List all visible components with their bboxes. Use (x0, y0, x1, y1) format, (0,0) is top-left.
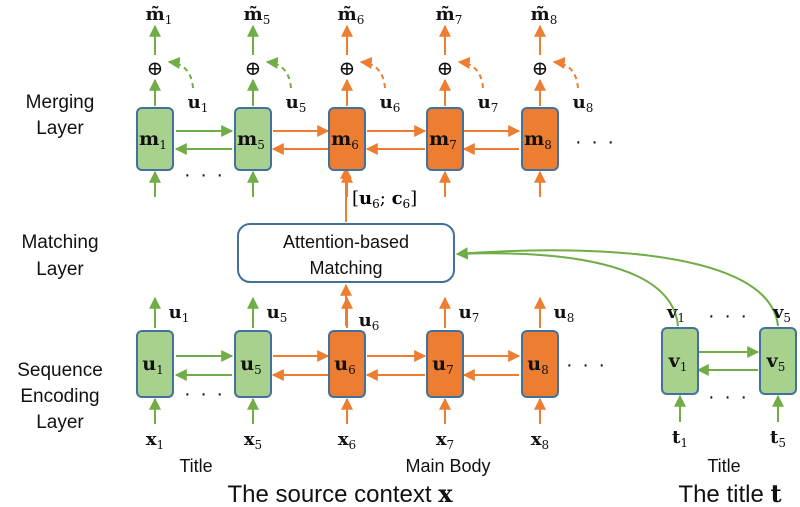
merge-cell-8: m8 (521, 107, 559, 171)
merge-cell-7-label: m7 (429, 128, 457, 152)
encode-output-label-7: u7 (459, 302, 480, 325)
encode-cell-7-label: u7 (432, 353, 453, 377)
merge-residual-label-8: u8 (573, 92, 594, 115)
merge-cell-6-label: m6 (331, 128, 359, 152)
merge-cell-1: m1 (136, 107, 174, 171)
merge-cell-1-label: m1 (139, 128, 167, 152)
encode-cell-7: u7 (426, 330, 464, 398)
encode-cells: u1 x1 u1 u5 x5 u5 u6 x6 u6 u7 x7 u7 u8 x8 u8 (136, 296, 575, 452)
caption-title-left: Title (179, 456, 212, 476)
encode-cell-5: u5 (234, 330, 272, 398)
merge-cell-7: m7 (426, 107, 464, 171)
title-input-label-5: t5 (770, 427, 786, 450)
residual-dashed-arrow-1 (167, 57, 194, 89)
merge-cell-8-label: m8 (524, 128, 552, 152)
svg-text:Sequence: Sequence (17, 360, 103, 381)
encode-output-label-1: u1 (169, 302, 190, 325)
merge-ellipsis-right: · · · (575, 131, 616, 153)
merge-residual-label-1: u1 (188, 92, 209, 115)
encode-cell-1-label: u1 (142, 353, 163, 377)
encode-output-label-8: u8 (554, 302, 575, 325)
encode-input-label-6: x6 (338, 429, 356, 452)
merge-cell-5-label: m5 (237, 128, 265, 152)
svg-text:Matching: Matching (309, 258, 382, 278)
encode-input-label-1: x1 (146, 429, 164, 452)
caption-main-body: Main Body (405, 456, 490, 476)
oplus-icon-7: ⊕ (437, 56, 454, 80)
merge-cell-6: m6 (328, 107, 366, 171)
oplus-icon-1: ⊕ (147, 56, 164, 80)
svg-text:Layer: Layer (36, 412, 84, 433)
residual-dashed-arrow-5 (265, 57, 292, 89)
caption-title-right: Title (707, 456, 740, 476)
attention-matching-box: Attention-based Matching (237, 223, 455, 283)
title-input-label-1: t1 (672, 427, 688, 450)
matching-layer-label: Matching Layer (21, 232, 98, 280)
title-cell-1-label: v1 (668, 350, 688, 374)
title-cell-1: v1 (661, 327, 699, 395)
svg-text:Layer: Layer (36, 118, 84, 139)
encode-input-label-5: x5 (244, 429, 262, 452)
encode-output-label-5: u5 (267, 302, 288, 325)
merge-residual-label-6: u6 (380, 92, 401, 115)
merge-output-label-8: m̃8 (531, 4, 558, 27)
encode-cell-6: u6 (328, 330, 366, 398)
svg-text:Matching: Matching (21, 232, 98, 253)
residual-dashed-arrow-7 (457, 57, 484, 89)
title-cells: v1 t1 v1 v5 t5 v5 (661, 302, 797, 450)
oplus-icon-6: ⊕ (339, 56, 356, 80)
encoding-layer-label: Sequence Encoding Layer (17, 360, 103, 433)
merge-residual-label-5: u5 (286, 92, 307, 115)
caption-title-t: The title t (678, 479, 781, 507)
merge-output-label-1: m̃1 (146, 4, 173, 27)
title-cell-5-label: v5 (766, 350, 786, 374)
encoding-layer (174, 346, 760, 381)
title-ellipsis-top: · · · (708, 305, 749, 327)
v1-to-attention-arrow (455, 247, 679, 327)
merge-ellipsis-left: · · · (184, 164, 225, 186)
title-ellipsis-bottom: · · · (708, 386, 749, 408)
encode-cell-6-label: u6 (334, 353, 355, 377)
svg-text:Encoding: Encoding (20, 386, 99, 407)
encode-input-label-8: x8 (531, 429, 549, 452)
merge-output-label-7: m̃7 (436, 4, 463, 27)
svg-text:Merging: Merging (26, 92, 95, 113)
title-output-label-5: v5 (772, 302, 791, 325)
caption-source-context: The source context x (227, 479, 453, 507)
residual-dashed-arrow-6 (359, 57, 386, 89)
v5-to-attention-arrow (455, 247, 779, 327)
residual-dashed-arrow-8 (552, 57, 579, 89)
merge-residual-label-7: u7 (478, 92, 499, 115)
concat-label: [u6; c6] (352, 188, 417, 211)
merge-output-label-6: m̃6 (338, 4, 365, 27)
title-output-label-1: v1 (666, 302, 685, 325)
encode-cell-5-label: u5 (240, 353, 261, 377)
encode-input-label-7: x7 (436, 429, 454, 452)
encode-output-label-6: u6 (359, 310, 380, 333)
oplus-icon-5: ⊕ (245, 56, 262, 80)
enc-ellipsis-left: · · · (184, 383, 225, 405)
merging-layer (174, 125, 521, 155)
merge-cells: m1 ⊕ m̃1 u1 m5 ⊕ m̃5 u5 m6 ⊕ m̃6 u6 m7 ⊕ m̃7 u7 m8 ⊕ m̃8 u8 (136, 4, 594, 197)
title-cell-5: v5 (759, 327, 797, 395)
svg-text:Attention-based: Attention-based (283, 232, 409, 252)
encode-cell-1: u1 (136, 330, 174, 398)
enc-ellipsis-right: · · · (566, 354, 607, 376)
merge-output-label-5: m̃5 (244, 4, 271, 27)
oplus-icon-8: ⊕ (532, 56, 549, 80)
merging-layer-label: Merging Layer (26, 92, 95, 139)
encode-cell-8-label: u8 (527, 353, 548, 377)
svg-text:Layer: Layer (36, 259, 84, 280)
encode-cell-8: u8 (521, 330, 559, 398)
merge-cell-5: m5 (234, 107, 272, 171)
